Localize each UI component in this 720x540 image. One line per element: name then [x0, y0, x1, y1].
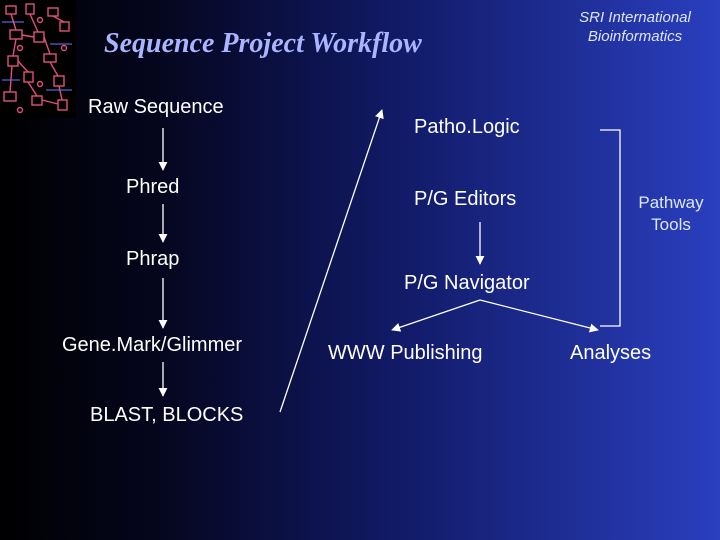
step-pg-editors: P/G Editors — [414, 188, 517, 210]
step-www-publishing: WWW Publishing — [328, 342, 483, 364]
step-analyses: Analyses — [570, 342, 652, 364]
step-raw-sequence: Raw Sequence — [88, 96, 224, 118]
organization-name: SRI International — [579, 9, 691, 26]
arrow-navigator-to-analyses — [479, 299, 599, 333]
step-genemark-glimmer: Gene.Mark/Glimmer — [62, 334, 243, 356]
step-phred: Phred — [126, 176, 180, 198]
organization-label: SRI International Bioinformatics — [560, 8, 710, 46]
pathway-tools-bracket — [600, 129, 621, 327]
step-pathologic: Patho.Logic — [414, 116, 520, 138]
step-phrap: Phrap — [126, 248, 180, 270]
arrow-navigator-to-www — [391, 299, 481, 332]
step-pg-navigator: P/G Navigator — [404, 272, 530, 294]
pathway-tools-line2: Tools — [651, 215, 691, 234]
pathway-diagram-logo-icon — [0, 0, 76, 118]
page-title: Sequence Project Workflow — [104, 28, 422, 59]
organization-department: Bioinformatics — [587, 28, 683, 45]
arrow-blast-to-pathologic — [279, 109, 384, 413]
pathway-tools-line1: Pathway — [638, 193, 704, 212]
pathway-tools-label: Pathway Tools — [622, 192, 720, 236]
step-blast-blocks: BLAST, BLOCKS — [90, 404, 244, 426]
